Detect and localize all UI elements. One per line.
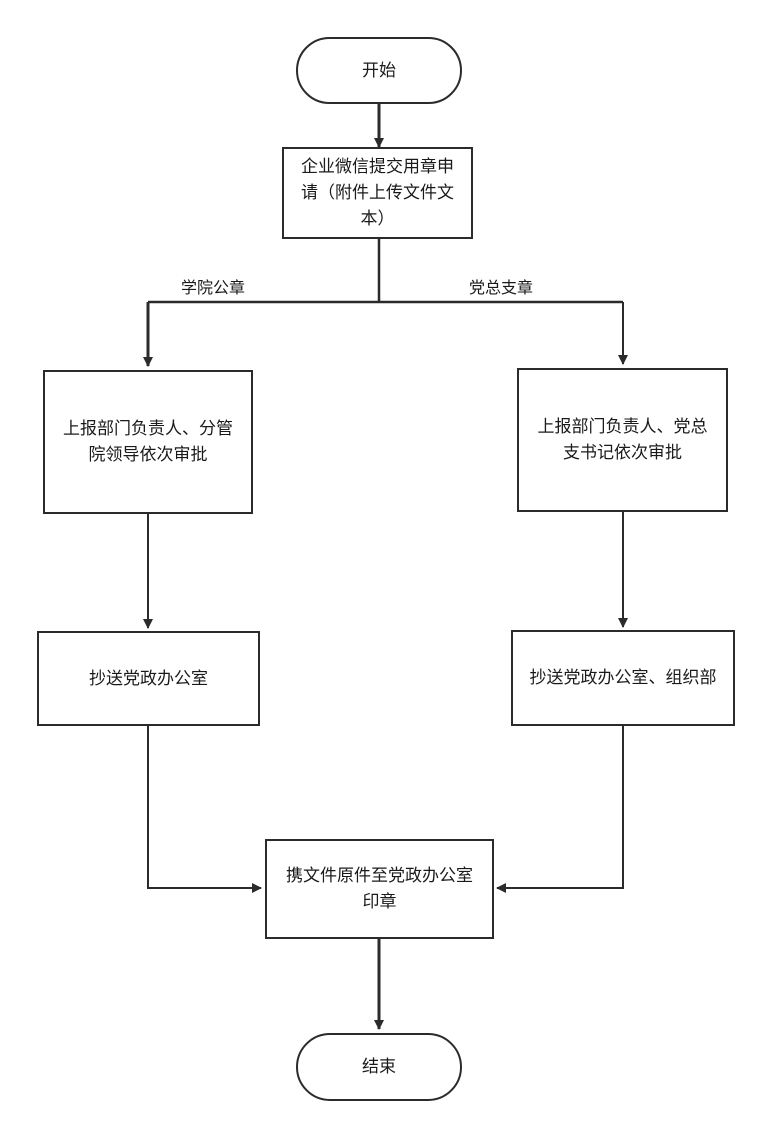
end-node: 结束 bbox=[296, 1033, 462, 1101]
edge-party-cc-stamp bbox=[496, 726, 624, 893]
submit-application-label: 企业微信提交用章申请（附件上传文件文本） bbox=[301, 157, 454, 229]
stamp-label: 携文件原件至党政办公室印章 bbox=[286, 866, 473, 912]
party-approval-label: 上报部门负责人、党总支书记依次审批 bbox=[537, 417, 708, 463]
submit-application-node: 企业微信提交用章申请（附件上传文件文本） bbox=[282, 147, 473, 239]
edge-college-cc-stamp bbox=[147, 726, 262, 893]
party-cc-label: 抄送党政办公室、组织部 bbox=[529, 668, 717, 688]
branch-label-party-seal: 党总支章 bbox=[469, 278, 534, 297]
party-approval-node: 上报部门负责人、党总支书记依次审批 bbox=[517, 368, 728, 512]
college-approval-node: 上报部门负责人、分管院领导依次审批 bbox=[43, 370, 253, 514]
start-node-label: 开始 bbox=[362, 60, 396, 81]
stamp-node: 携文件原件至党政办公室印章 bbox=[265, 839, 494, 939]
college-cc-label: 抄送党政办公室 bbox=[89, 668, 208, 689]
college-cc-node: 抄送党政办公室 bbox=[37, 631, 260, 726]
start-node: 开始 bbox=[296, 37, 462, 104]
party-cc-node: 抄送党政办公室、组织部 bbox=[511, 630, 735, 726]
end-node-label: 结束 bbox=[362, 1057, 396, 1077]
branch-label-college-seal: 学院公章 bbox=[181, 278, 246, 297]
college-approval-label: 上报部门负责人、分管院领导依次审批 bbox=[63, 419, 233, 465]
